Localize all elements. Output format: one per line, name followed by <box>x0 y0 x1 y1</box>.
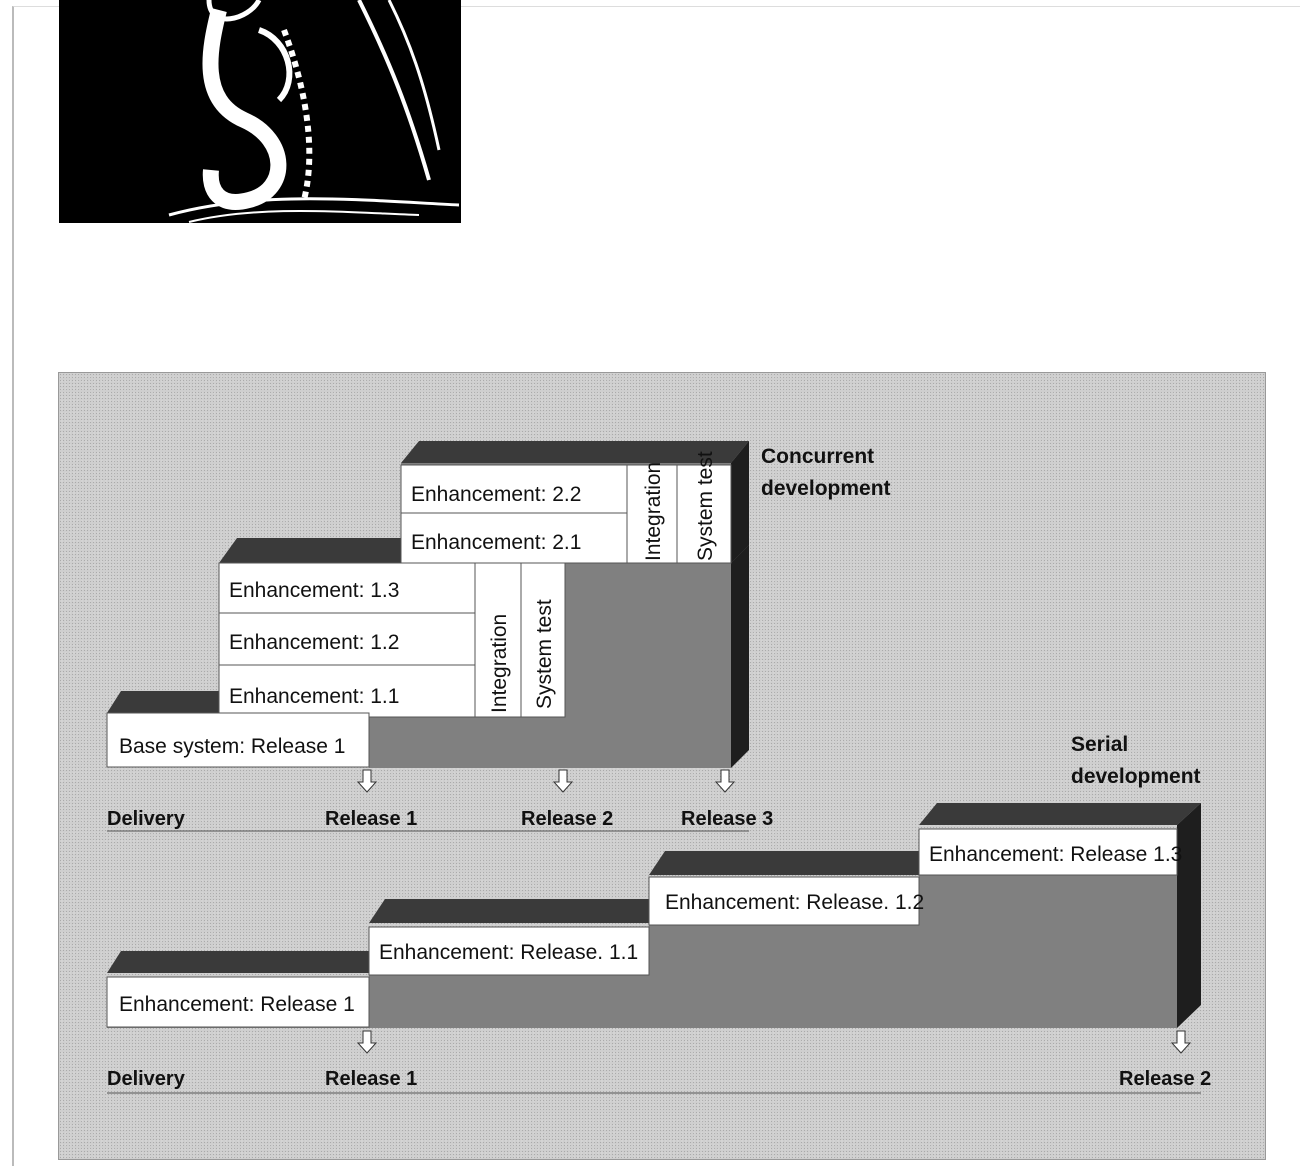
serial-release-1-3-label: Enhancement: Release 1.3 <box>929 843 1182 866</box>
dollar-sign-icon <box>168 0 460 223</box>
serial-block-side <box>1177 803 1201 1028</box>
enhancement-1-1-box <box>218 664 476 718</box>
serial-section: Enhancement: Release 1 Enhancement: Rele… <box>106 733 1211 1094</box>
serial-heading-line1: Serial <box>1071 733 1128 756</box>
serial-heading-line2: development <box>1071 765 1201 788</box>
serial-r11-top <box>369 899 659 923</box>
serial-release-1-2-label: Enhancement: Release. 1.2 <box>665 891 924 914</box>
enhancement-1-3-label: Enhancement: 1.3 <box>229 579 399 602</box>
e2-block-top <box>401 441 749 463</box>
concurrent-section: Enhancement: 2.2 Enhancement: 2.1 Integr… <box>106 441 891 832</box>
enhancement-1-3-box <box>218 562 476 614</box>
system-test-1-box <box>520 562 566 718</box>
enhancement-2-1-label: Enhancement: 2.1 <box>411 531 581 554</box>
release-2-arrow-icon <box>552 769 574 793</box>
system-test-1-label: System test <box>533 599 556 709</box>
enhancement-1-2-box <box>218 612 476 666</box>
base-system-label: Base system: Release 1 <box>119 735 345 758</box>
serial-release-1-box <box>106 976 370 1028</box>
serial-r12-top <box>649 851 927 875</box>
serial-release-1-axis-label: Release 1 <box>325 1068 417 1090</box>
enhancement-2-2-box <box>400 464 628 514</box>
system-test-2-label: System test <box>694 451 717 561</box>
integration-2-label: Integration <box>642 462 665 561</box>
serial-release-1-label: Enhancement: Release 1 <box>119 993 355 1016</box>
serial-delivery-label: Delivery <box>107 1068 186 1090</box>
system-test-2-box <box>676 464 732 564</box>
serial-r1-top <box>107 951 379 973</box>
diagram-canvas: Enhancement: 2.2 Enhancement: 2.1 Integr… <box>106 441 1211 1094</box>
serial-release-2-axis-label: Release 2 <box>1119 1068 1211 1090</box>
concurrent-delivery-label: Delivery <box>107 808 186 830</box>
release-3-arrow-icon <box>714 769 736 793</box>
concurrent-heading-line1: Concurrent <box>761 445 874 468</box>
integration-1-box <box>474 562 522 718</box>
development-diagram: Enhancement: 2.2 Enhancement: 2.1 Integr… <box>58 372 1266 1160</box>
serial-r13-top <box>919 803 1201 825</box>
concurrent-release-3-label: Release 3 <box>681 808 773 830</box>
enhancement-2-2-label: Enhancement: 2.2 <box>411 483 581 506</box>
concurrent-release-1-label: Release 1 <box>325 808 417 830</box>
e2-block-side <box>731 441 749 563</box>
serial-block-front-4 <box>919 853 1177 1028</box>
integration-2-box <box>626 464 678 564</box>
integration-1-label: Integration <box>488 614 511 713</box>
serial-release-1-1-box <box>368 926 650 976</box>
dollar-snake-illustration <box>59 0 461 223</box>
base-block-top <box>107 691 231 713</box>
concurrent-release-2-label: Release 2 <box>521 808 613 830</box>
concurrent-heading-line2: development <box>761 477 891 500</box>
enhancement-1-1-label: Enhancement: 1.1 <box>229 685 399 708</box>
base-system-box <box>106 712 370 768</box>
serial-release-1-arrow-icon <box>356 1030 378 1054</box>
serial-release-2-arrow-icon <box>1170 1030 1192 1054</box>
concurrent-block-side <box>731 545 749 768</box>
release-1-arrow-icon <box>356 769 378 793</box>
serial-release-1-3-box <box>918 828 1178 876</box>
e1-block-top <box>219 538 411 563</box>
serial-release-1-2-box <box>648 876 920 926</box>
serial-release-1-1-label: Enhancement: Release. 1.1 <box>379 941 638 964</box>
enhancement-1-2-label: Enhancement: 1.2 <box>229 631 399 654</box>
page-border <box>12 6 1300 1166</box>
